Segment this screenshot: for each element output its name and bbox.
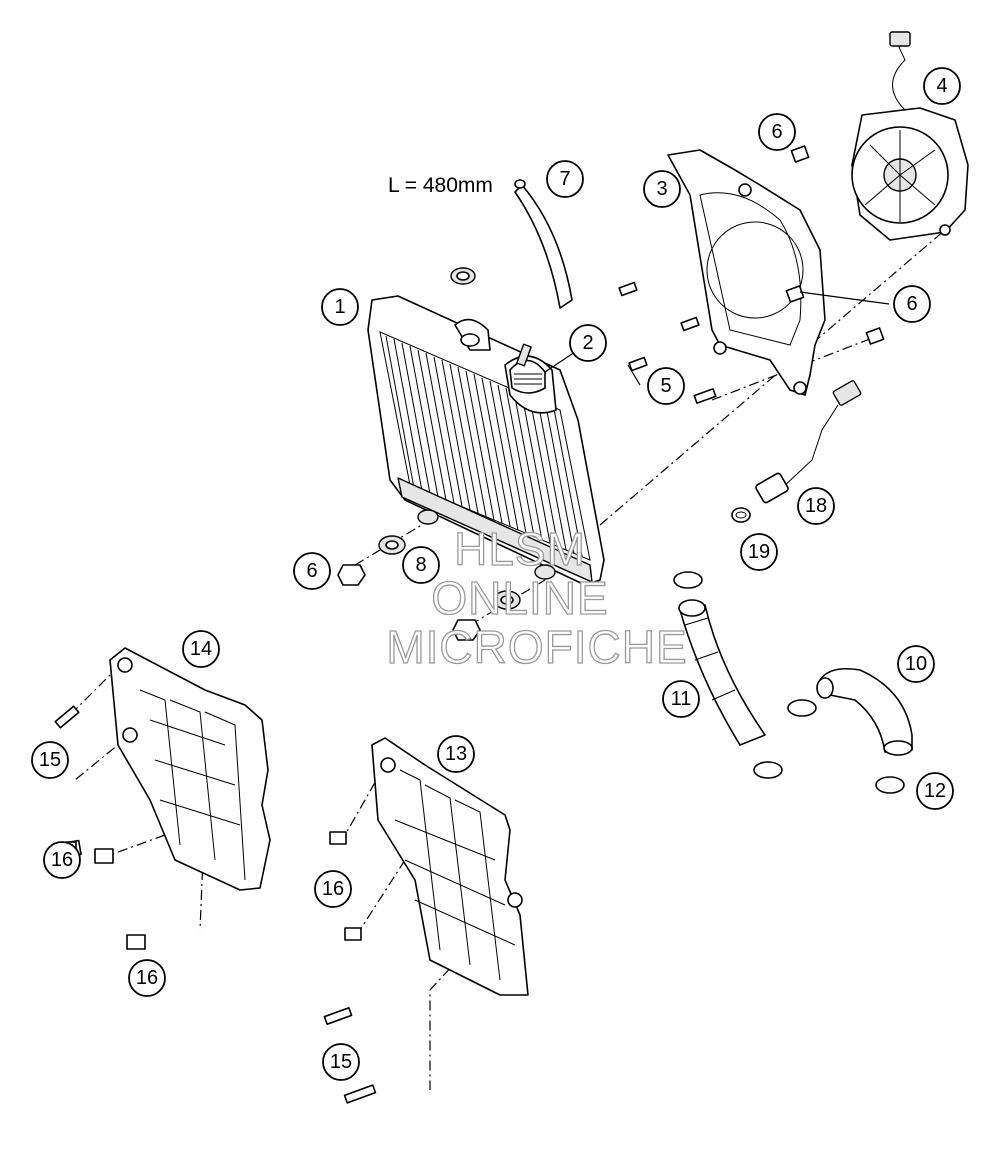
callout-4: 4 — [923, 67, 961, 105]
radiator-guard-left — [109, 647, 271, 891]
callout-13: 13 — [437, 735, 475, 773]
callout-5: 5 — [647, 367, 685, 405]
callout-16-left: 16 — [43, 841, 81, 879]
svg-text:5: 5 — [660, 375, 671, 397]
temperature-sensor — [731, 380, 862, 523]
svg-text:7: 7 — [559, 168, 570, 190]
callout-6-top: 6 — [758, 113, 796, 151]
callout-6-right: 6 — [893, 285, 931, 323]
svg-text:11: 11 — [671, 688, 692, 710]
hose-clamps — [673, 571, 905, 794]
svg-text:16: 16 — [51, 849, 73, 871]
radiator-core-fins — [385, 335, 583, 557]
callout-16-middle: 16 — [314, 870, 352, 908]
radiator-cap — [509, 343, 546, 394]
coolant-hoses — [678, 599, 913, 756]
screws — [337, 145, 885, 641]
svg-text:HLSM: HLSM — [454, 523, 586, 575]
svg-text:1: 1 — [334, 296, 345, 318]
callout-7: 7 — [546, 160, 584, 198]
svg-text:6: 6 — [306, 560, 317, 582]
length-note: L = 480mm — [388, 174, 493, 197]
callout-12: 12 — [916, 772, 954, 810]
svg-text:19: 19 — [748, 541, 770, 563]
svg-text:16: 16 — [322, 878, 344, 900]
cooling-fan — [851, 31, 969, 241]
rubber-grommets — [378, 535, 521, 610]
callout-2: 2 — [569, 324, 607, 362]
fan-shroud — [667, 149, 826, 396]
overflow-hose — [514, 179, 573, 309]
callout-15-left: 15 — [31, 741, 69, 779]
svg-text:6: 6 — [771, 121, 782, 143]
leader-lines — [544, 291, 890, 386]
svg-text:2: 2 — [582, 332, 593, 354]
watermark: HLSM ONLINE MICROFICHE — [386, 522, 688, 673]
radiator — [367, 295, 605, 586]
svg-text:13: 13 — [445, 743, 467, 765]
callout-1: 1 — [321, 288, 359, 326]
callout-14: 14 — [182, 630, 220, 668]
callout-15-bottom: 15 — [322, 1043, 360, 1081]
svg-text:MICROFICHE: MICROFICHE — [386, 621, 687, 673]
svg-text:8: 8 — [415, 554, 426, 576]
radiator-guard-right — [371, 737, 529, 996]
svg-text:18: 18 — [805, 495, 827, 517]
svg-text:15: 15 — [39, 749, 61, 771]
svg-text:4: 4 — [936, 75, 947, 97]
svg-text:10: 10 — [905, 653, 927, 675]
callout-8: 8 — [402, 546, 440, 584]
svg-text:ONLINE: ONLINE — [431, 572, 608, 624]
svg-text:12: 12 — [924, 780, 946, 802]
svg-text:16: 16 — [136, 967, 158, 989]
callout-11: 11 — [662, 680, 700, 718]
callout-18: 18 — [797, 487, 835, 525]
svg-text:6: 6 — [906, 293, 917, 315]
callout-6-left: 6 — [293, 552, 331, 590]
callout-19: 19 — [740, 533, 778, 571]
callout-16-bottom-left: 16 — [128, 959, 166, 997]
svg-text:15: 15 — [330, 1051, 352, 1073]
callout-3: 3 — [643, 170, 681, 208]
svg-text:3: 3 — [656, 178, 667, 200]
svg-text:14: 14 — [190, 638, 212, 660]
callout-10: 10 — [897, 645, 935, 683]
radiator-filler-neck — [460, 333, 480, 347]
